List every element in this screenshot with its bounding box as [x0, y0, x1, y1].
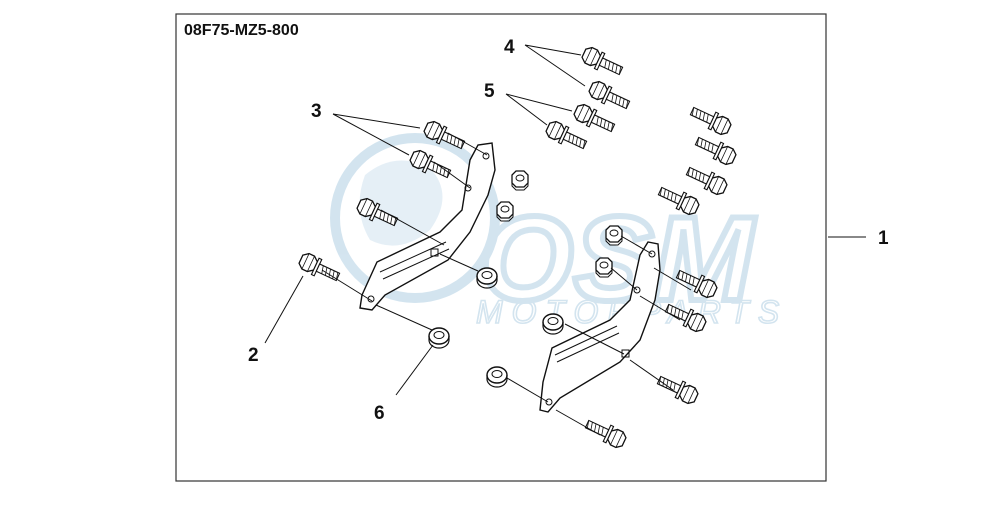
- callout-6: 6: [374, 403, 385, 424]
- diagram-frame: [175, 13, 827, 482]
- right-bracket: [539, 241, 661, 413]
- bolt-4: [579, 44, 626, 80]
- callout-leaders: [264, 44, 866, 396]
- watermark: OSM MOTORPARTS: [330, 133, 780, 331]
- callout-5: 5: [484, 81, 495, 102]
- part-code: 08F75-MZ5-800: [184, 22, 299, 39]
- watermark-globe-icon: [330, 133, 500, 303]
- bolt-right-7: [654, 371, 701, 407]
- bolt-right-2: [692, 132, 739, 168]
- bolt-right-1: [687, 102, 734, 138]
- callout-3: 3: [311, 101, 322, 122]
- bolt-right-8: [582, 415, 629, 451]
- bolt-5b: [543, 118, 590, 154]
- washer-right-upper: [542, 313, 564, 335]
- bolt-4b: [586, 78, 633, 114]
- washer-right-lower: [486, 366, 508, 388]
- watermark-logo-text: OSM: [480, 192, 756, 326]
- assembly-lines: [321, 132, 692, 436]
- callout-1: 1: [878, 228, 889, 249]
- nut-left-upper: [511, 170, 529, 191]
- bolt-2: [296, 250, 343, 286]
- callout-4: 4: [504, 37, 515, 58]
- washer-6: [428, 327, 450, 349]
- callout-2: 2: [248, 345, 259, 366]
- bolt-5a: [571, 101, 618, 137]
